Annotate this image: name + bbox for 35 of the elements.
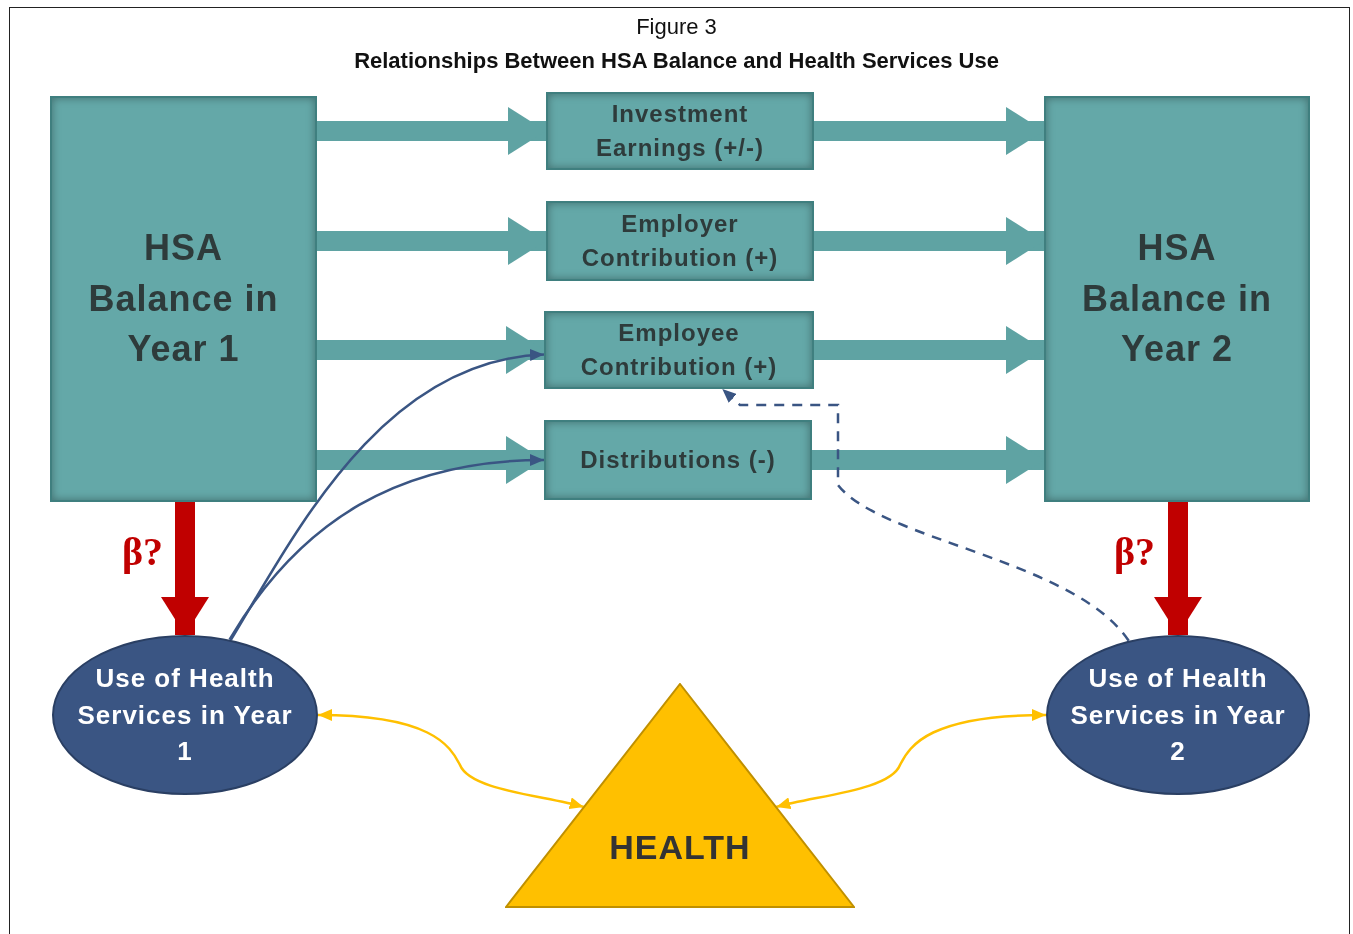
- block-arrow: [161, 502, 209, 635]
- block-arrow: [317, 107, 546, 155]
- node-text: Use of Health Services in Year 2: [1069, 662, 1287, 769]
- triangle-node: [505, 683, 855, 908]
- node-text: Investment Earnings (+/-): [595, 99, 765, 163]
- node-text: Distributions (-): [580, 445, 776, 476]
- block-arrow: [814, 326, 1044, 374]
- process-box: [50, 96, 317, 502]
- process-box: [544, 420, 812, 500]
- process-box: [544, 311, 814, 389]
- process-box: [1044, 96, 1310, 502]
- node-text: Employee Contribution (+): [579, 318, 779, 382]
- block-arrow: [814, 107, 1044, 155]
- curved-arrow: [229, 350, 545, 641]
- curved-arrow: [776, 709, 1047, 810]
- process-box: [546, 201, 814, 281]
- dashed-arrow: [721, 388, 1130, 642]
- block-arrow: [317, 217, 546, 265]
- block-arrow: [1154, 502, 1202, 635]
- edge-label: β?: [1114, 528, 1156, 575]
- block-arrow: [814, 217, 1044, 265]
- edge-label: β?: [122, 528, 164, 575]
- block-arrow: [317, 436, 544, 484]
- node-text: HSA Balance in Year 2: [1080, 226, 1274, 372]
- diagram-title: Relationships Between HSA Balance and Health Services Use: [354, 48, 999, 73]
- node-text: HSA Balance in Year 1: [87, 226, 280, 372]
- node-text: HEALTH: [609, 827, 751, 869]
- curved-arrow: [317, 709, 584, 810]
- figure-number: Figure 3: [636, 14, 717, 39]
- node-text: Employer Contribution (+): [580, 209, 780, 273]
- block-arrow: [317, 326, 544, 374]
- block-arrow: [812, 436, 1044, 484]
- node-text: Use of Health Services in Year 1: [76, 662, 294, 769]
- process-box: [546, 92, 814, 170]
- curved-arrow: [228, 454, 545, 641]
